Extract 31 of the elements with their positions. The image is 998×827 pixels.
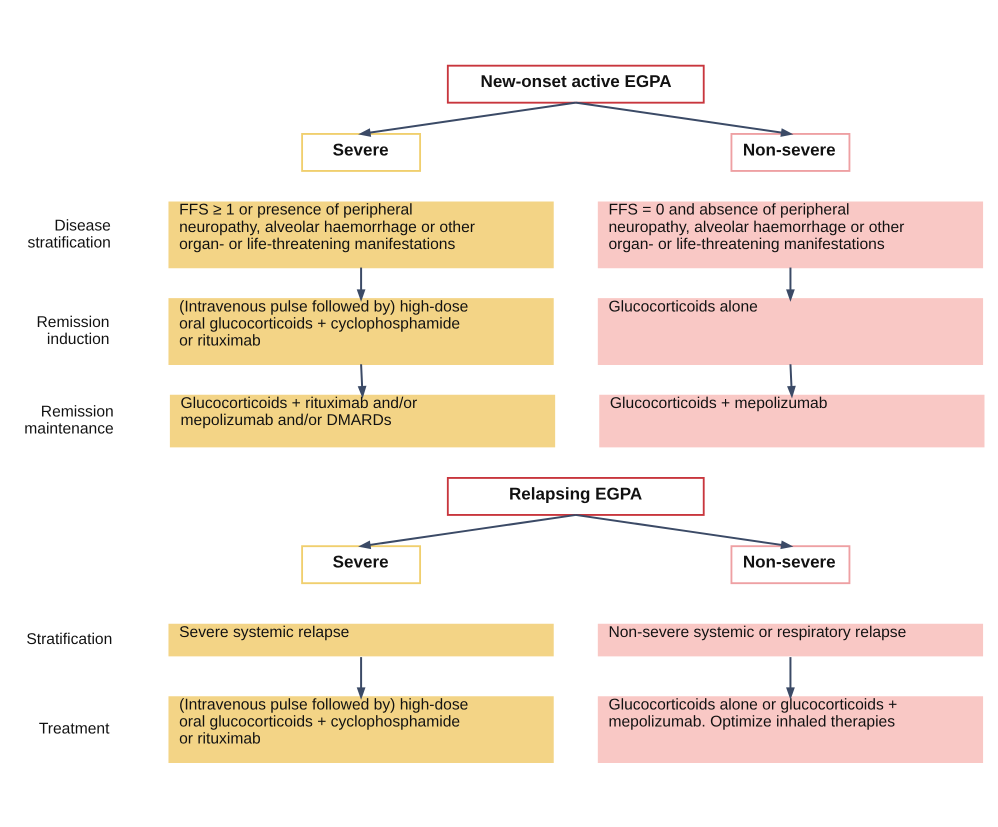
node-box: Non-severe <box>730 544 850 584</box>
label: Remission induction <box>36 313 110 348</box>
label: Disease stratification <box>28 216 111 251</box>
node-box: Non-severe systemic or respiratory relapse <box>598 623 984 656</box>
arrow <box>356 267 366 302</box>
arrow <box>787 364 796 398</box>
label: Treatment <box>38 720 110 738</box>
node-box: Glucocorticoids + rituximab and/or mepolizumab and/or DMARDs <box>170 394 556 447</box>
node-box: FFS ≥ 1 or presence of peripheral neuropathy, alveolar haemorrhage or other organ- or life-threatening manifestations <box>168 200 554 268</box>
arrow <box>576 101 794 136</box>
arrow <box>356 656 366 700</box>
node-box: Non-severe <box>730 132 850 172</box>
node-box: New-onset active EGPA <box>446 64 705 104</box>
node-box: FFS = 0 and absence of peripheral neuropathy, alveolar haemorrhage or other organ- or life-threatening manifestations <box>598 200 984 268</box>
arrow <box>786 656 795 700</box>
node-box: Glucocorticoids alone <box>598 298 984 364</box>
node-box: (Intravenous pulse followed by) high-dose oral glucocorticoids + cyclophosphamide or rituximab <box>168 298 554 364</box>
arrow <box>576 513 794 549</box>
arrow <box>358 101 576 136</box>
node-box: Glucocorticoids + mepolizumab <box>599 394 984 447</box>
node-box: Severe <box>301 544 422 584</box>
arrow <box>358 513 576 549</box>
node-box: Glucocorticoids alone or glucocorticoids + mepolizumab. Optimize inhaled therapies <box>598 696 984 763</box>
node-box: Severe systemic relapse <box>168 623 554 656</box>
label: Stratification <box>26 630 112 648</box>
arrow <box>786 267 795 302</box>
arrow <box>358 364 366 398</box>
node-box: Relapsing EGPA <box>446 476 705 516</box>
node-box: (Intravenous pulse followed by) high-dose oral glucocorticoids + cyclophosphamide or rituximab <box>168 696 554 763</box>
label: Remission maintenance <box>24 403 114 438</box>
node-box: Severe <box>301 132 422 172</box>
